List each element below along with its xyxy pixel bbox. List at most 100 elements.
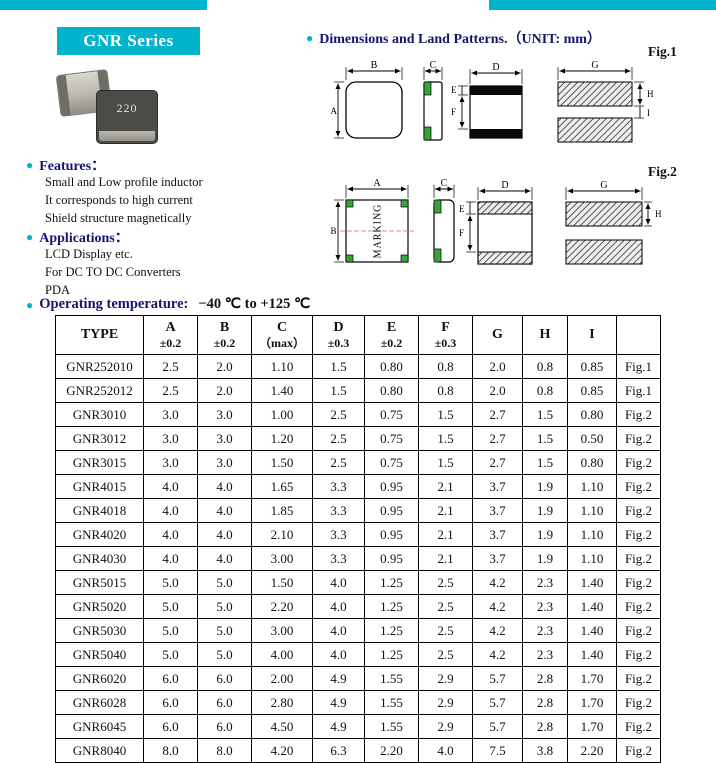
header-tolerance: ±0.3 bbox=[434, 336, 457, 350]
value-cell: 3.0 bbox=[197, 426, 252, 451]
marking-label: MARKING bbox=[373, 204, 384, 259]
value-cell: 0.80 bbox=[567, 402, 617, 427]
value-cell: 1.9 bbox=[522, 474, 568, 499]
value-cell: 2.5 bbox=[312, 450, 365, 475]
value-cell: 2.8 bbox=[522, 666, 568, 691]
bullet-icon: ● bbox=[26, 230, 34, 244]
fig-ref-cell: Fig.2 bbox=[616, 594, 661, 619]
value-cell: 4.0 bbox=[143, 522, 198, 547]
header-label: H bbox=[539, 327, 551, 342]
value-cell: 2.20 bbox=[364, 738, 419, 763]
type-cell: GNR3015 bbox=[55, 450, 144, 475]
value-cell: 2.3 bbox=[522, 642, 568, 667]
value-cell: 2.20 bbox=[567, 738, 617, 763]
fig-ref-cell: Fig.2 bbox=[616, 474, 661, 499]
features-title: Features： bbox=[39, 159, 106, 174]
value-cell: 3.7 bbox=[472, 522, 523, 547]
value-cell: 4.9 bbox=[312, 714, 365, 739]
value-cell: 3.3 bbox=[312, 474, 365, 499]
value-cell: 4.0 bbox=[312, 570, 365, 595]
fig2-bottom-view: D E F bbox=[459, 180, 533, 265]
value-cell: 0.85 bbox=[567, 354, 617, 379]
fig1-side-view: C bbox=[423, 60, 443, 141]
fig1-land-pattern: G H I bbox=[557, 60, 654, 143]
value-cell: 2.5 bbox=[418, 618, 473, 643]
value-cell: 2.20 bbox=[251, 594, 313, 619]
value-cell: 3.7 bbox=[472, 498, 523, 523]
value-cell: 0.8 bbox=[418, 378, 473, 403]
value-cell: 4.0 bbox=[143, 498, 198, 523]
value-cell: 1.40 bbox=[567, 594, 617, 619]
value-cell: 0.95 bbox=[364, 546, 419, 571]
feature-item: Small and Low profile inductor bbox=[45, 175, 203, 189]
fig-ref-cell: Fig.2 bbox=[616, 642, 661, 667]
type-cell: GNR3010 bbox=[55, 402, 144, 427]
value-cell: 2.5 bbox=[143, 354, 198, 379]
dim-label-h: H bbox=[647, 89, 654, 99]
fig1-caption: Fig.1 bbox=[648, 44, 677, 59]
value-cell: 1.25 bbox=[364, 594, 419, 619]
dim-label-g: G bbox=[591, 60, 598, 71]
dim-label-d: D bbox=[492, 62, 499, 73]
dim-label-i: I bbox=[647, 108, 650, 118]
value-cell: 8.0 bbox=[143, 738, 198, 763]
application-item: PDA bbox=[45, 283, 71, 297]
corner-pad-icon bbox=[400, 199, 409, 208]
electrode-icon bbox=[470, 86, 522, 95]
header-label: B bbox=[219, 320, 230, 335]
type-cell: GNR6045 bbox=[55, 714, 144, 739]
value-cell: 1.5 bbox=[522, 402, 568, 427]
terminal-pad-icon bbox=[423, 81, 432, 96]
value-cell: 3.0 bbox=[143, 450, 198, 475]
value-cell: 8.0 bbox=[197, 738, 252, 763]
col-header-type: TYPE bbox=[55, 315, 144, 355]
product-photo: 220 bbox=[55, 66, 164, 148]
value-cell: 4.2 bbox=[472, 594, 523, 619]
value-cell: 1.50 bbox=[251, 570, 313, 595]
value-cell: 1.5 bbox=[522, 426, 568, 451]
value-cell: 5.0 bbox=[143, 594, 198, 619]
value-cell: 4.0 bbox=[143, 474, 198, 499]
type-cell: GNR4020 bbox=[55, 522, 144, 547]
land-pad-icon bbox=[557, 117, 633, 143]
value-cell: 3.0 bbox=[197, 402, 252, 427]
value-cell: 3.0 bbox=[143, 402, 198, 427]
value-cell: 6.3 bbox=[312, 738, 365, 763]
value-cell: 2.1 bbox=[418, 498, 473, 523]
value-cell: 2.1 bbox=[418, 474, 473, 499]
value-cell: 4.20 bbox=[251, 738, 313, 763]
value-cell: 6.0 bbox=[143, 714, 198, 739]
value-cell: 0.80 bbox=[364, 354, 419, 379]
value-cell: 0.8 bbox=[522, 378, 568, 403]
value-cell: 5.0 bbox=[197, 618, 252, 643]
value-cell: 1.20 bbox=[251, 426, 313, 451]
value-cell: 5.0 bbox=[197, 570, 252, 595]
value-cell: 3.3 bbox=[312, 522, 365, 547]
feature-item: Shield structure magnetically bbox=[45, 211, 192, 225]
electrode-icon bbox=[477, 251, 533, 265]
terminal-pad-icon bbox=[433, 199, 442, 214]
dim-label-c: C bbox=[441, 178, 448, 189]
value-cell: 2.0 bbox=[197, 354, 252, 379]
type-cell: GNR4015 bbox=[55, 474, 144, 499]
value-cell: 2.10 bbox=[251, 522, 313, 547]
table-header-row: TYPE A ±0.2 B ±0.2 C （max） D ±0.3 bbox=[55, 315, 661, 355]
col-header-a: A ±0.2 bbox=[143, 315, 198, 355]
header-label: F bbox=[441, 320, 450, 335]
operating-temperature-label: Operating temperature: bbox=[39, 296, 189, 312]
col-header-fig bbox=[616, 315, 661, 355]
fig1-top-view: B A bbox=[331, 60, 403, 139]
value-cell: 1.70 bbox=[567, 714, 617, 739]
applications-heading: ● Applications： bbox=[26, 227, 129, 247]
value-cell: 0.80 bbox=[567, 450, 617, 475]
value-cell: 1.10 bbox=[251, 354, 313, 379]
value-cell: 4.0 bbox=[197, 498, 252, 523]
corner-pad-icon bbox=[345, 254, 354, 263]
value-cell: 1.25 bbox=[364, 642, 419, 667]
